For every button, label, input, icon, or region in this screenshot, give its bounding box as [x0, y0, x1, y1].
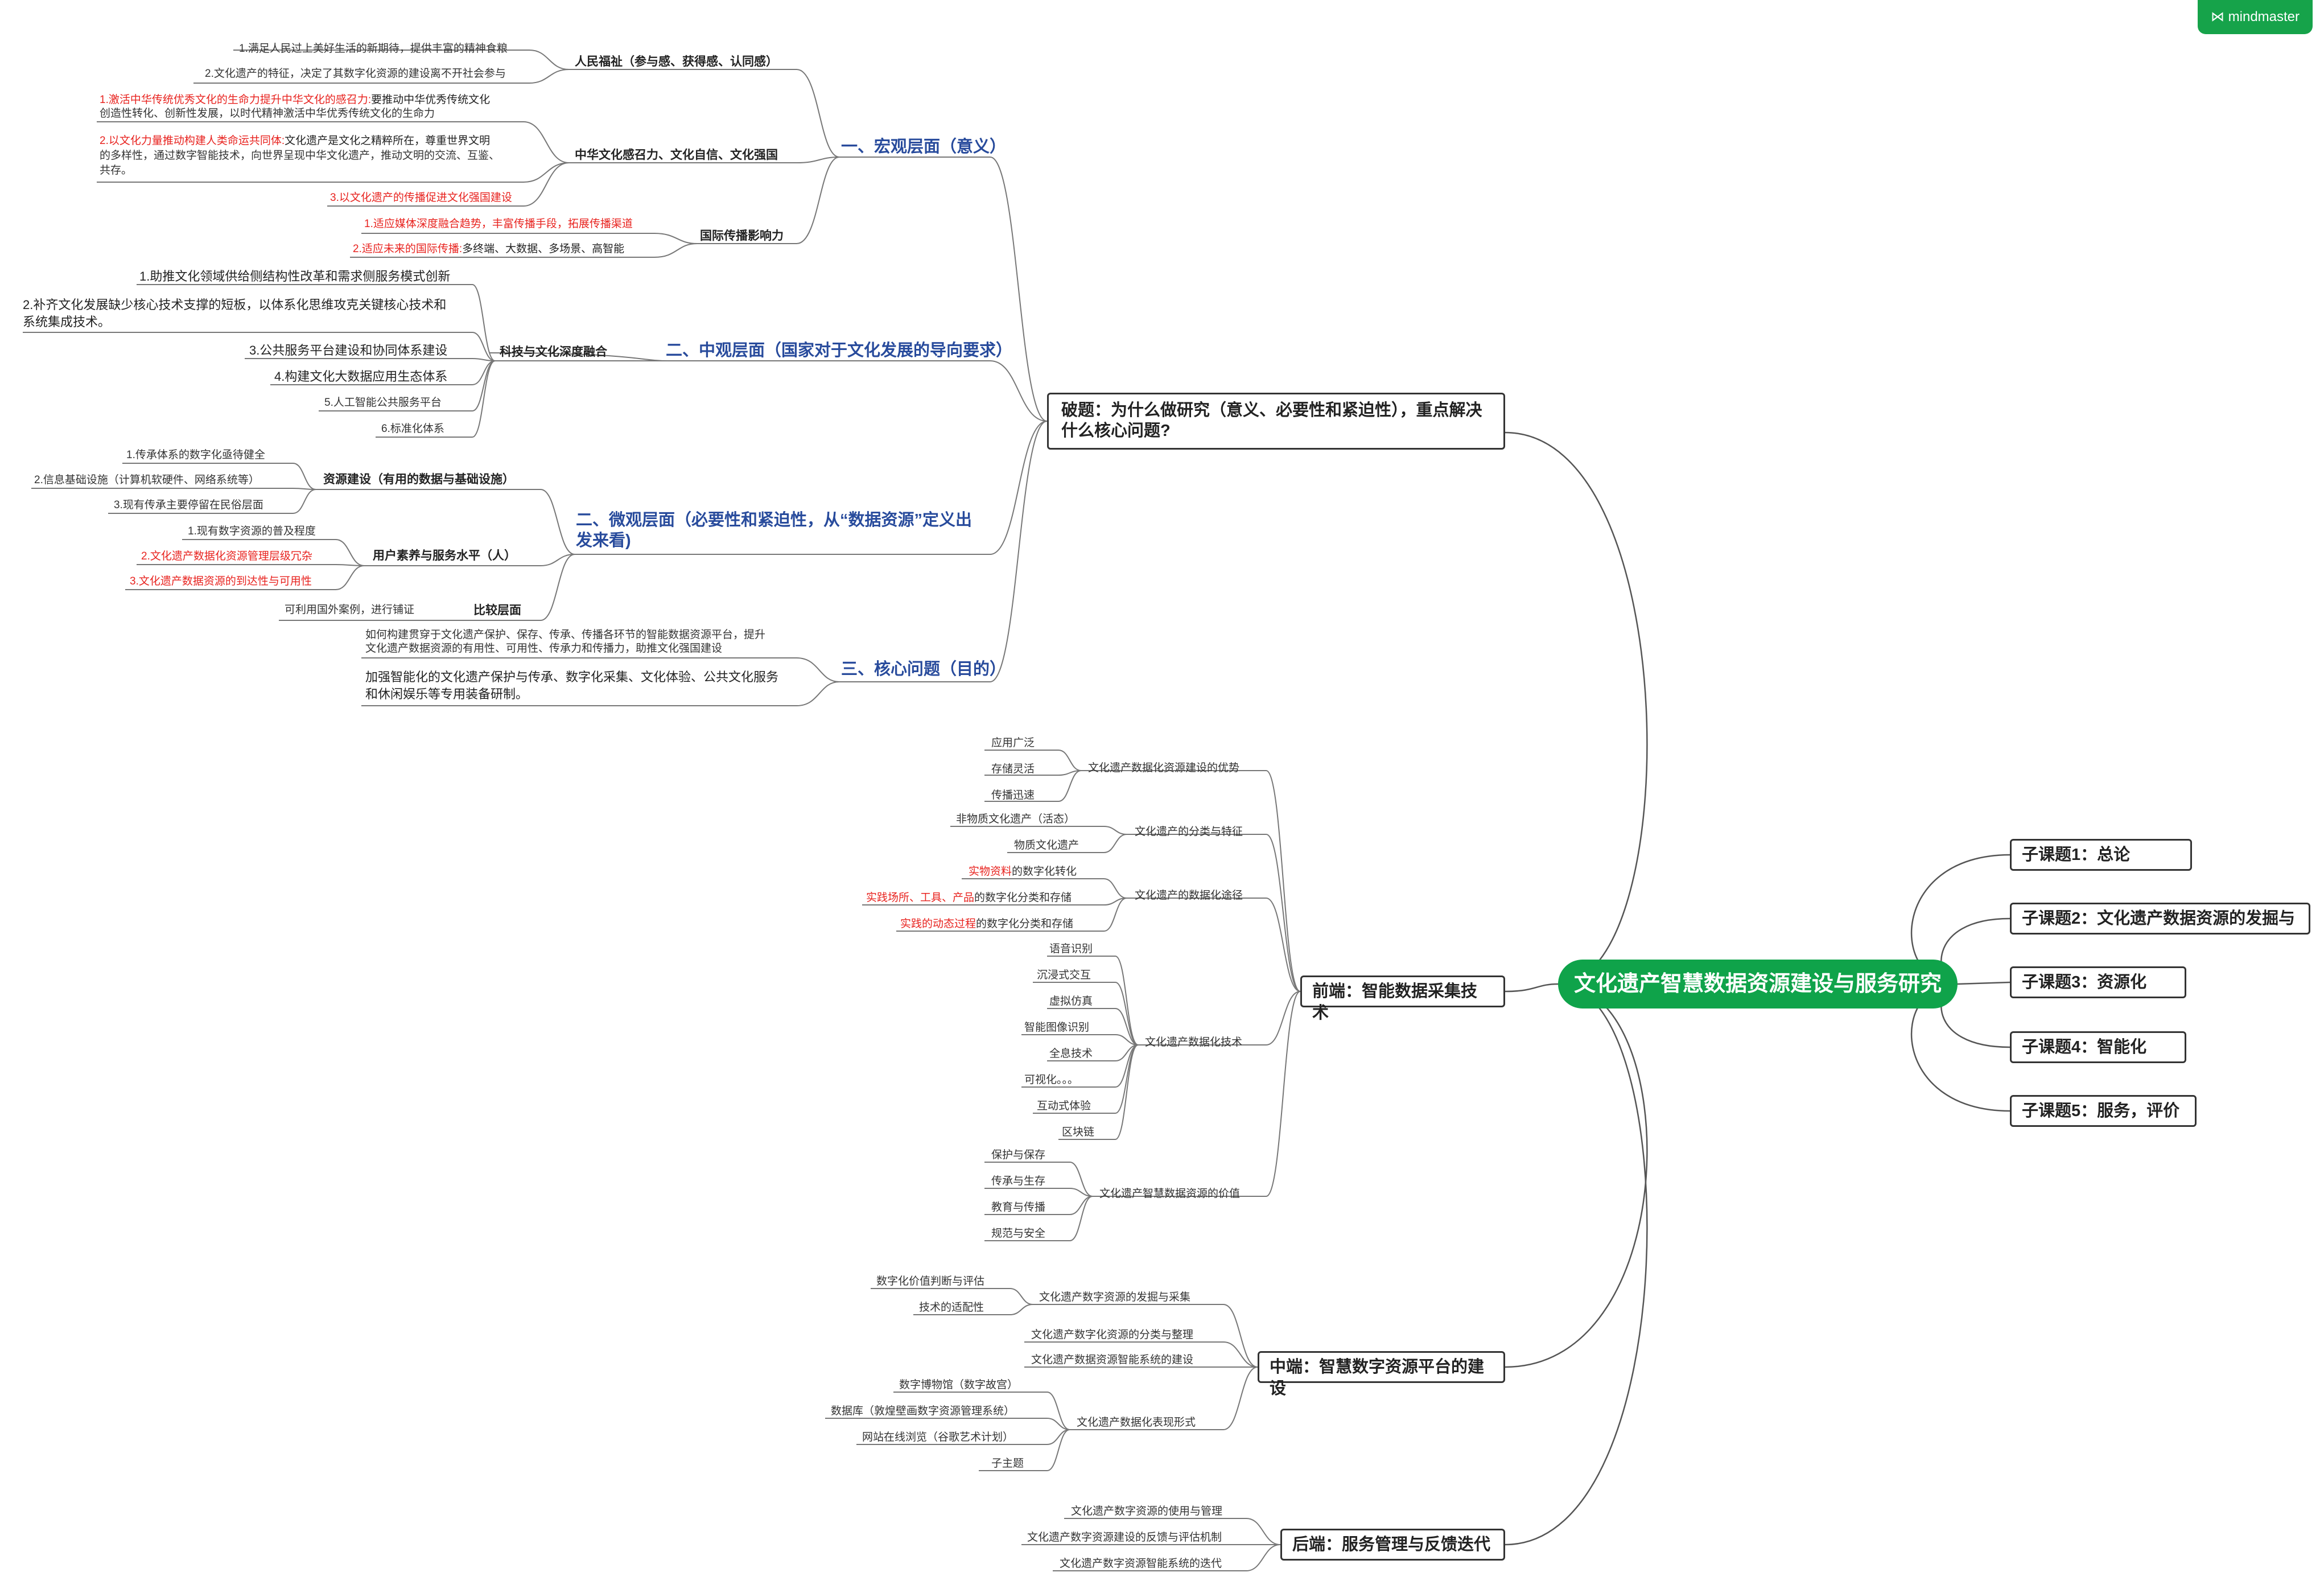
front-adv-item-1[interactable]: 应用广泛	[991, 737, 1035, 749]
front-value[interactable]: 文化遗产智慧数据资源的价值	[1099, 1188, 1241, 1200]
leaf-keji-5[interactable]: 5.人工智能公共服务平台	[324, 397, 442, 409]
leaf-hexin-2a[interactable]: 加强智能化的文化遗产保护与传承、数字化采集、文化体验、公共文化服务	[365, 670, 779, 684]
front-classification[interactable]: 文化遗产的分类与特征	[1135, 826, 1243, 838]
subtopic-1[interactable]: 子课题1：总论	[2010, 839, 2192, 871]
leaf-keji-1[interactable]: 1.助推文化领域供给侧结构性改革和需求侧服务模式创新	[139, 269, 451, 283]
front-path[interactable]: 文化遗产的数据化途径	[1135, 890, 1243, 902]
mid-classification[interactable]: 文化遗产数字化资源的分类与整理	[1031, 1329, 1194, 1341]
group-keji[interactable]: 科技与文化深度融合	[500, 345, 607, 359]
leaf-keji-2b: 系统集成技术。	[23, 315, 111, 329]
front-adv-item-2[interactable]: 存储灵活	[991, 763, 1035, 775]
leaf-yonghu-1[interactable]: 1.现有数字资源的普及程度	[188, 525, 316, 537]
logo-icon: ⋈	[2210, 9, 2228, 24]
front-tech-item-4[interactable]: 智能图像识别	[1024, 1022, 1090, 1034]
leaf-yonghu-3[interactable]: 3.文化遗产数据资源的到达性与可用性	[130, 575, 312, 587]
leaf-zhonghua-3[interactable]: 3.以文化遗产的传播促进文化强国建设	[330, 192, 512, 204]
leaf-yonghu-2[interactable]: 2.文化遗产数据化资源管理层级冗杂	[141, 550, 312, 562]
subtopic-4[interactable]: 子课题4：智能化	[2010, 1031, 2186, 1063]
mid-forms-item-3[interactable]: 网站在线浏览（谷歌艺术计划）	[862, 1431, 1014, 1443]
subtopic-2[interactable]: 子课题2：文化遗产数据资源的发掘与	[2010, 903, 2310, 935]
front-path-item-3[interactable]: 实践的动态过程的数字化分类和存储	[900, 918, 1074, 930]
front-tech[interactable]: 文化遗产数据化技术	[1145, 1036, 1243, 1048]
mid-forms[interactable]: 文化遗产数据化表现形式	[1077, 1417, 1196, 1429]
front-cls-item-1[interactable]: 非物质文化遗产（活态）	[956, 813, 1076, 825]
leaf-renmin-1[interactable]: 1.满足人民过上美好生活的新期待，提供丰富的精神食粮	[239, 43, 508, 55]
section-micro[interactable]: 二、微观层面（必要性和紧迫性，从“数据资源”定义出发来看)	[576, 511, 973, 550]
front-cls-item-2[interactable]: 物质文化遗产	[1014, 839, 1079, 851]
leaf-hexin-2b: 和休闲娱乐等专用装备研制。	[365, 687, 529, 701]
leaf-guoji-1[interactable]: 1.适应媒体深度融合趋势，丰富传播手段，拓展传播渠道	[364, 218, 633, 230]
front-tech-item-5[interactable]: 全息技术	[1049, 1048, 1093, 1060]
mid-forms-item-1[interactable]: 数字博物馆（数字故宫）	[899, 1379, 1019, 1391]
front-adv-item-3[interactable]: 传播迅速	[991, 789, 1035, 801]
leaf-zhonghua-2-title[interactable]: 2.以文化力量推动构建人类命运共同体:文化遗产是文化之精粹所在，尊重世界文明	[100, 135, 491, 147]
topic-midend[interactable]: 中端：智慧数字资源平台的建设	[1258, 1351, 1505, 1398]
front-tech-item-2[interactable]: 沉浸式交互	[1037, 969, 1091, 981]
subtopic-5[interactable]: 子课题5：服务，评价	[2010, 1095, 2197, 1127]
back-item-3[interactable]: 文化遗产数字资源智能系统的迭代	[1060, 1558, 1222, 1570]
front-path-item-1[interactable]: 实物资料的数字化转化	[969, 866, 1077, 878]
group-renmin[interactable]: 人民福祉（参与感、获得感、认同感）	[575, 55, 778, 68]
mid-collection[interactable]: 文化遗产数字资源的发掘与采集	[1039, 1291, 1191, 1303]
group-bijiao[interactable]: 比较层面	[473, 604, 521, 617]
section-core[interactable]: 三、核心问题（目的）	[841, 660, 1007, 678]
group-guoji[interactable]: 国际传播影响力	[700, 229, 784, 242]
front-path-item-2[interactable]: 实践场所、工具、产品的数字化分类和存储	[866, 892, 1072, 904]
mid-collection-item-2[interactable]: 技术的适配性	[919, 1302, 984, 1314]
front-advantage[interactable]: 文化遗产数据化资源建设的优势	[1088, 762, 1240, 774]
leaf-zhonghua-2-end: 共存。	[100, 164, 133, 176]
leaf-zhonghua-1-title[interactable]: 1.激活中华传统优秀文化的生命力提升中华文化的感召力:要推动中华优秀传统文化	[100, 94, 491, 106]
topic-frontend[interactable]: 前端：智能数据采集技术	[1300, 975, 1505, 1022]
leaf-keji-4[interactable]: 4.构建文化大数据应用生态体系	[274, 369, 448, 384]
leaf-renmin-2[interactable]: 2.文化遗产的特征，决定了其数字化资源的建设离不开社会参与	[205, 68, 506, 80]
front-val-item-1[interactable]: 保护与保存	[991, 1149, 1046, 1161]
leaf-keji-6[interactable]: 6.标准化体系	[381, 423, 444, 435]
leaf-zhonghua-2-body: 的多样性，通过数字智能技术，向世界呈现中华文化遗产，推动文明的交流、互鉴、	[100, 150, 500, 162]
mid-forms-item-2[interactable]: 数据库（敦煌壁画数字资源管理系统）	[831, 1405, 1015, 1417]
topic-backend[interactable]: 后端：服务管理与反馈迭代	[1280, 1529, 1505, 1561]
leaf-keji-3[interactable]: 3.公共服务平台建设和协同体系建设	[249, 343, 448, 357]
leaf-keji-2a[interactable]: 2.补齐文化发展缺少核心技术支撑的短板，以体系化思维攻克关键核心技术和	[23, 298, 447, 312]
subtopic-3[interactable]: 子课题3：资源化	[2010, 966, 2186, 998]
group-zhonghua[interactable]: 中华文化感召力、文化自信、文化强国	[575, 149, 778, 162]
front-val-item-3[interactable]: 教育与传播	[991, 1201, 1046, 1213]
mid-system[interactable]: 文化遗产数据资源智能系统的建设	[1031, 1354, 1194, 1366]
front-tech-item-7[interactable]: 互动式体验	[1037, 1100, 1091, 1112]
leaf-guoji-2[interactable]: 2.适应未来的国际传播:多终端、大数据、多场景、高智能	[353, 243, 625, 255]
mid-collection-item-1[interactable]: 数字化价值判断与评估	[876, 1275, 985, 1287]
group-yonghu[interactable]: 用户素养与服务水平（人）	[373, 549, 516, 562]
section-meso[interactable]: 二、中观层面（国家对于文化发展的导向要求）	[666, 341, 1013, 360]
mid-forms-item-4[interactable]: 子主题	[991, 1458, 1024, 1469]
leaf-bijiao-1[interactable]: 可利用国外案例，进行铺证	[285, 604, 415, 616]
front-tech-item-1[interactable]: 语音识别	[1049, 943, 1093, 955]
section-macro[interactable]: 一、宏观层面（意义）	[841, 138, 1007, 156]
front-val-item-2[interactable]: 传承与生存	[991, 1175, 1046, 1187]
front-tech-item-8[interactable]: 区块链	[1062, 1126, 1095, 1138]
group-ziyuan[interactable]: 资源建设（有用的数据与基础设施）	[323, 473, 514, 486]
leaf-hexin-1a[interactable]: 如何构建贯穿于文化遗产保护、保存、传承、传播各环节的智能数据资源平台，提升	[365, 629, 766, 641]
central-topic[interactable]: 文化遗产智慧数据资源建设与服务研究	[1558, 960, 1958, 1009]
leaf-ziyuan-3[interactable]: 3.现有传承主要停留在民俗层面	[114, 499, 263, 511]
leaf-ziyuan-1[interactable]: 1.传承体系的数字化亟待健全	[126, 449, 265, 461]
back-item-1[interactable]: 文化遗产数字资源的使用与管理	[1071, 1505, 1223, 1517]
mindmaster-logo[interactable]: ⋈ mindmaster	[2198, 0, 2313, 34]
front-tech-item-6[interactable]: 可视化。。。	[1024, 1074, 1079, 1086]
back-item-2[interactable]: 文化遗产数字资源建设的反馈与评估机制	[1027, 1532, 1222, 1543]
front-val-item-4[interactable]: 规范与安全	[991, 1228, 1046, 1240]
leaf-ziyuan-2[interactable]: 2.信息基础设施（计算机软硬件、网络系统等）	[34, 474, 259, 486]
topic-pojie[interactable]: 破题：为什么做研究（意义、必要性和紧迫性），重点解决什么核心问题?	[1047, 393, 1505, 450]
leaf-hexin-1b: 文化遗产数据资源的有用性、可用性、传承力和传播力，助推文化强国建设	[365, 643, 723, 655]
leaf-zhonghua-1-body: 创造性转化、创新性发展，以时代精神激活中华优秀传统文化的生命力	[100, 108, 435, 120]
front-tech-item-3[interactable]: 虚拟仿真	[1049, 995, 1093, 1007]
